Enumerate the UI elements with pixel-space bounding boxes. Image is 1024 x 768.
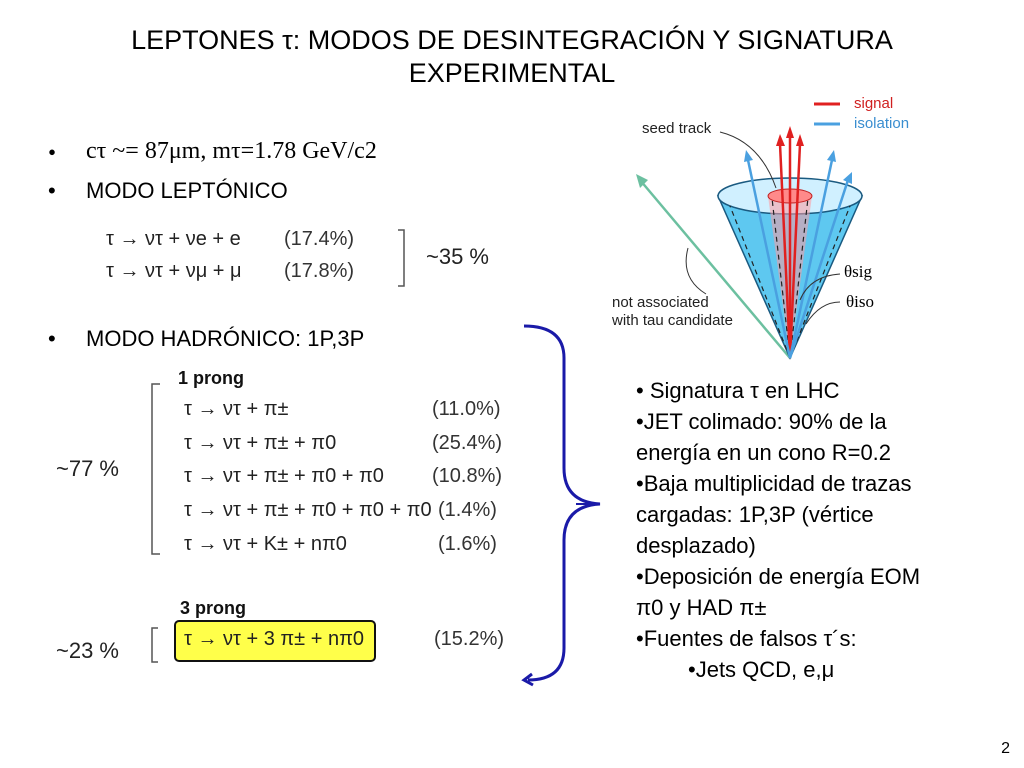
three-prong-total: ~23 %	[56, 638, 119, 663]
title-line-2: EXPERIMENTAL	[408, 58, 616, 88]
not-associated-line-1: not associated	[612, 294, 709, 311]
bullet-hadronic: MODO HADRÓNICO: 1P,3P	[86, 326, 365, 351]
bullet-dot-1: •	[48, 140, 57, 165]
one-prong-pct-5: (1.6%)	[438, 533, 497, 555]
side-line-4: •Baja multiplicidad de trazas	[636, 471, 912, 496]
side-line-6: desplazado)	[636, 533, 756, 558]
side-line-8: π0 y HAD π±	[636, 595, 767, 620]
leptonic-pct-2: (17.8%)	[284, 260, 355, 282]
not-associated-label: not associated with tau candidate	[612, 294, 733, 330]
one-prong-header: 1 prong	[178, 368, 244, 388]
three-prong-highlight	[174, 620, 376, 662]
leptonic-eq-1: τ → ντ + νe + e	[106, 228, 241, 250]
side-line-10: •Jets QCD, e,μ	[688, 657, 835, 682]
theta-iso-label: θiso	[846, 292, 874, 311]
tau-cone-diagram	[636, 102, 864, 360]
one-prong-eq-1: τ → ντ + π±	[184, 398, 289, 420]
one-prong-total: ~77 %	[56, 456, 119, 481]
seed-track-label: seed track	[642, 120, 712, 137]
one-prong-eq-5: τ → ντ + K± + nπ0	[184, 533, 347, 555]
bullet-ctau: cτ ~= 87μm, mτ=1.78 GeV/c2	[86, 138, 377, 164]
bullet-dot-3: •	[48, 326, 56, 351]
one-prong-bracket	[151, 383, 160, 555]
one-prong-eq-4: τ → ντ + π± + π0 + π0 + π0	[184, 499, 432, 521]
legend-signal-label: signal	[854, 95, 894, 112]
slide-title: LEPTONES τ: MODOS DE DESINTEGRACIÓN Y SI…	[60, 24, 964, 90]
three-prong-bracket	[151, 627, 158, 663]
bullet-dot-2: •	[48, 178, 56, 203]
three-prong-pct: (15.2%)	[434, 628, 505, 650]
theta-sig-label: θsig	[844, 262, 872, 281]
leptonic-total: ~35 %	[426, 244, 489, 269]
title-line-1: LEPTONES τ: MODOS DE DESINTEGRACIÓN Y SI…	[131, 25, 893, 55]
page-number: 2	[1001, 740, 1010, 757]
one-prong-eq-3: τ → ντ + π± + π0 + π0	[184, 465, 384, 487]
hadronic-curly-brace	[521, 324, 601, 687]
one-prong-pct-2: (25.4%)	[432, 432, 503, 454]
three-prong-header: 3 prong	[180, 598, 246, 618]
three-prong-eq: τ → ντ + 3 π± + nπ0	[184, 628, 364, 650]
one-prong-pct-1: (11.0%)	[432, 398, 501, 420]
leptonic-pct-1: (17.4%)	[284, 228, 355, 250]
not-associated-track	[639, 179, 791, 359]
side-line-9: •Fuentes de falsos τ´s:	[636, 626, 857, 651]
side-line-7: •Deposición de energía EOM	[636, 564, 921, 589]
side-line-3: energía en un cono R=0.2	[636, 440, 892, 465]
legend-isolation-label: isolation	[854, 115, 910, 132]
side-line-2: •JET colimado: 90% de la	[636, 409, 887, 434]
leptonic-eq-2: τ → ντ + νμ + μ	[106, 260, 242, 282]
one-prong-eq-2: τ → ντ + π± + π0	[184, 432, 337, 454]
signature-text-block: • Signatura τ en LHC •JET colimado: 90% …	[636, 375, 1008, 685]
side-line-5: cargadas: 1P,3P (vértice	[636, 502, 874, 527]
bullet-leptonic: MODO LEPTÓNICO	[86, 178, 288, 203]
side-line-1: • Signatura τ en LHC	[636, 378, 840, 403]
one-prong-pct-4: (1.4%)	[438, 499, 497, 521]
leptonic-bracket	[398, 229, 405, 287]
not-associated-line-2: with tau candidate	[612, 312, 733, 329]
one-prong-pct-3: (10.8%)	[432, 465, 503, 487]
